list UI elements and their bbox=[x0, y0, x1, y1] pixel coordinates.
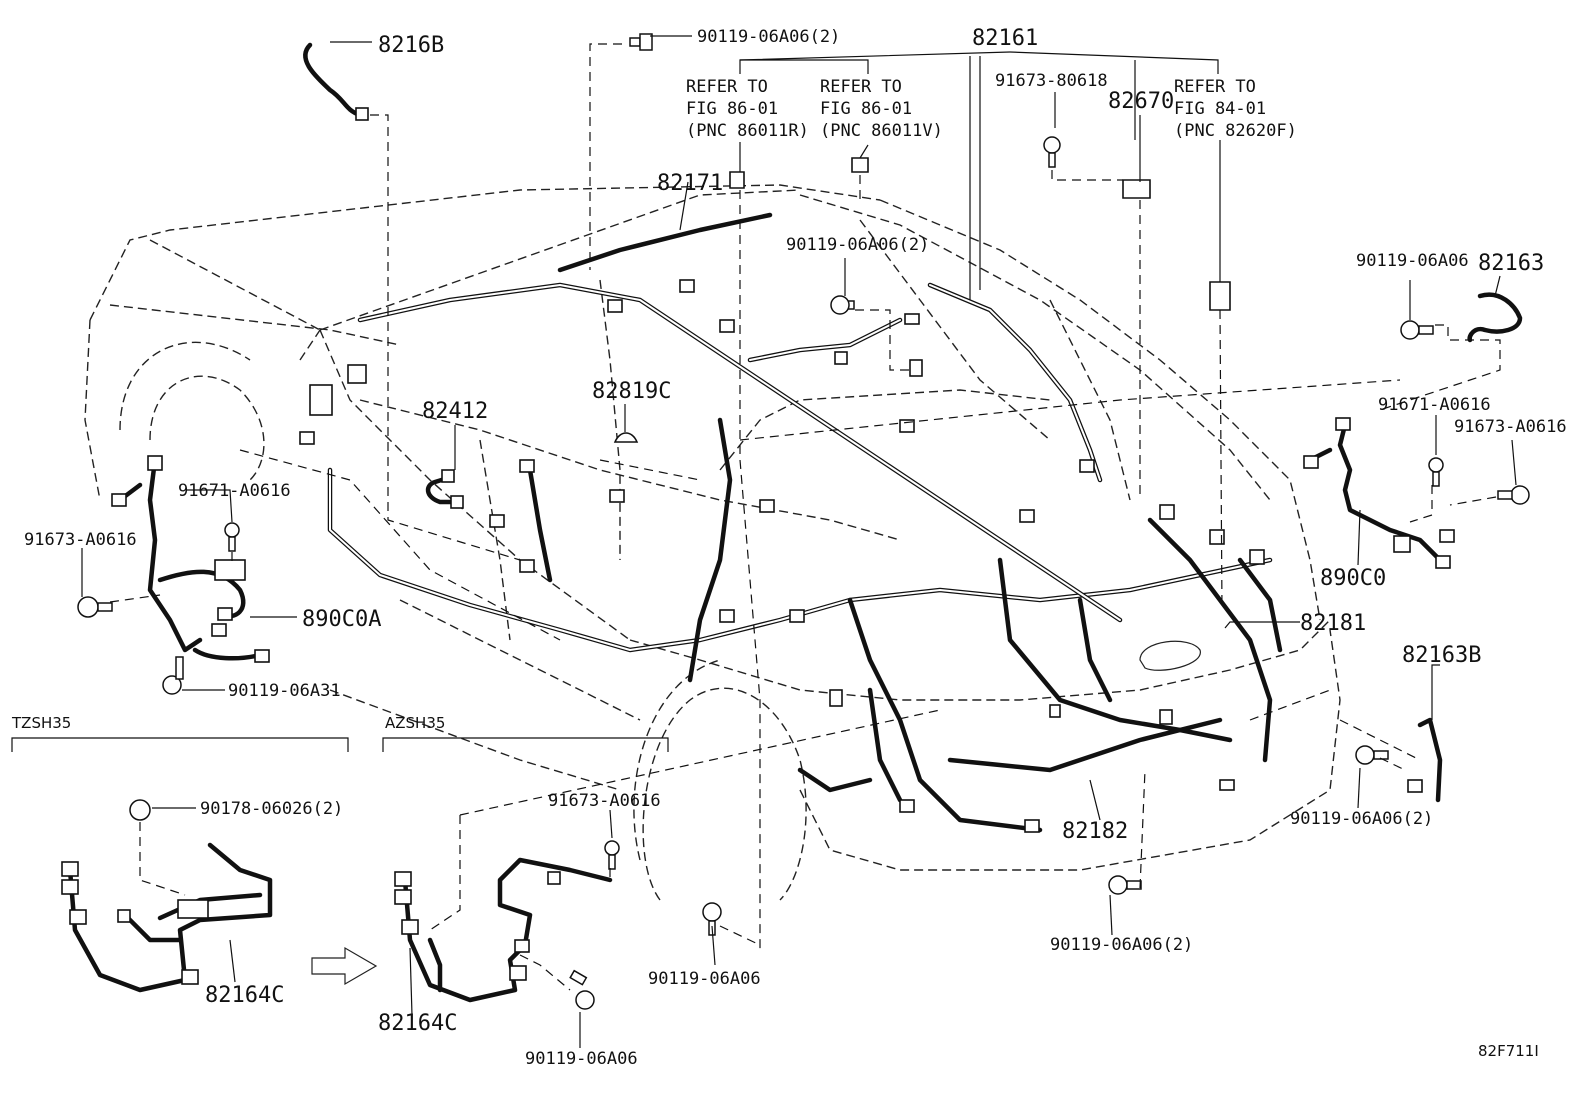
bolt-91673-left-icon bbox=[77, 596, 113, 618]
part-82412-harness bbox=[425, 469, 464, 509]
label-91671-right: 91671-A0616 bbox=[1378, 395, 1491, 415]
label-91673-right: 91673-A0616 bbox=[1454, 417, 1567, 437]
label-890C0: 890C0 bbox=[1320, 566, 1386, 591]
ref2-line1: REFER TO bbox=[820, 77, 902, 97]
label-91671-left: 91671-A0616 bbox=[178, 481, 291, 501]
ref-parts bbox=[729, 157, 1231, 311]
part-82163-harness bbox=[1467, 292, 1523, 343]
label-890C0A: 890C0A bbox=[302, 607, 381, 632]
label-82161: 82161 bbox=[972, 26, 1038, 51]
label-90119-bottom: 90119-06A06 bbox=[525, 1049, 638, 1069]
car-body-outline bbox=[84, 184, 1341, 901]
variant-right-label: AZSH35 bbox=[385, 714, 445, 732]
bolt-90119-right-low-icon bbox=[1355, 745, 1389, 765]
ref2-line3: (PNC 86011V) bbox=[820, 121, 943, 141]
bolt-90119-bottom-icon bbox=[569, 969, 595, 1010]
ref1-line3: (PNC 86011R) bbox=[686, 121, 809, 141]
part-82163B-harness bbox=[1407, 717, 1443, 803]
bolt-right-top-icon bbox=[1400, 320, 1434, 340]
bolt-top-icon bbox=[629, 33, 653, 51]
ref2-line2: FIG 86-01 bbox=[820, 99, 912, 119]
bolt-91671-left-icon bbox=[224, 522, 240, 552]
label-82181: 82181 bbox=[1300, 611, 1366, 636]
label-bolt-mid: 90119-06A06(2) bbox=[786, 235, 929, 255]
label-90119-bottom-mid: 90119-06A06(2) bbox=[1050, 935, 1193, 955]
bolt-91673-center-icon bbox=[604, 840, 620, 870]
label-82163: 82163 bbox=[1478, 251, 1544, 276]
label-82164C-right: 82164C bbox=[378, 1011, 457, 1036]
label-82412: 82412 bbox=[422, 399, 488, 424]
main-wire-harness bbox=[327, 212, 1283, 833]
label-90178: 90178-06026(2) bbox=[200, 799, 343, 819]
variant-arrow bbox=[311, 946, 378, 986]
label-91673-left: 91673-A0616 bbox=[24, 530, 137, 550]
label-82164C-left: 82164C bbox=[205, 983, 284, 1008]
label-bolt-top: 90119-06A06(2) bbox=[697, 27, 840, 47]
part-890C0-harness bbox=[1303, 417, 1455, 569]
variant-left-label: TZSH35 bbox=[11, 714, 71, 732]
bolt-91673-right-icon bbox=[1497, 485, 1530, 505]
label-82670: 82670 bbox=[1108, 89, 1174, 114]
label-91673-center: 91673-A0616 bbox=[548, 791, 661, 811]
label-91673-80618: 91673-80618 bbox=[995, 71, 1108, 91]
nut-90178-icon bbox=[129, 799, 151, 821]
label-90119-right-low: 90119-06A06(2) bbox=[1290, 809, 1433, 829]
diagram-id: 82F711I bbox=[1478, 1042, 1539, 1060]
label-90119-06A31: 90119-06A31 bbox=[228, 681, 341, 701]
bolt-90119-bottom-mid-icon bbox=[1108, 875, 1142, 895]
label-82182: 82182 bbox=[1062, 819, 1128, 844]
label-82171: 82171 bbox=[657, 171, 723, 196]
labels: 8216B 90119-06A06(2) 82161 REFER TO FIG … bbox=[11, 26, 1567, 1069]
ref3-line2: FIG 84-01 bbox=[1174, 99, 1266, 119]
bolt-91673-80618-icon bbox=[1043, 136, 1061, 168]
bolts bbox=[77, 33, 1530, 1010]
bolt-91671-right-icon bbox=[1428, 457, 1444, 487]
part-82164C-right-harness bbox=[394, 857, 613, 1003]
label-82819C: 82819C bbox=[592, 379, 671, 404]
label-90119-center: 90119-06A06 bbox=[648, 969, 761, 989]
label-8216B: 8216B bbox=[378, 33, 444, 58]
label-82163B: 82163B bbox=[1402, 643, 1481, 668]
leader-lines bbox=[11, 35, 1517, 1048]
label-bolt-right-top: 90119-06A06 bbox=[1356, 251, 1469, 271]
ref1-line2: FIG 86-01 bbox=[686, 99, 778, 119]
part-82819C-clip bbox=[613, 432, 639, 443]
ref3-line3: (PNC 82620F) bbox=[1174, 121, 1297, 141]
ref3-line1: REFER TO bbox=[1174, 77, 1256, 97]
harness-connectors bbox=[299, 279, 1265, 833]
part-8216B-harness bbox=[303, 42, 369, 121]
ref1-line1: REFER TO bbox=[686, 77, 768, 97]
part-890C0A-harness bbox=[111, 455, 270, 663]
bolt-mid-icon bbox=[830, 295, 855, 315]
bolt-90119-06A31-icon bbox=[162, 656, 184, 695]
part-82164C-left-harness bbox=[61, 842, 273, 993]
